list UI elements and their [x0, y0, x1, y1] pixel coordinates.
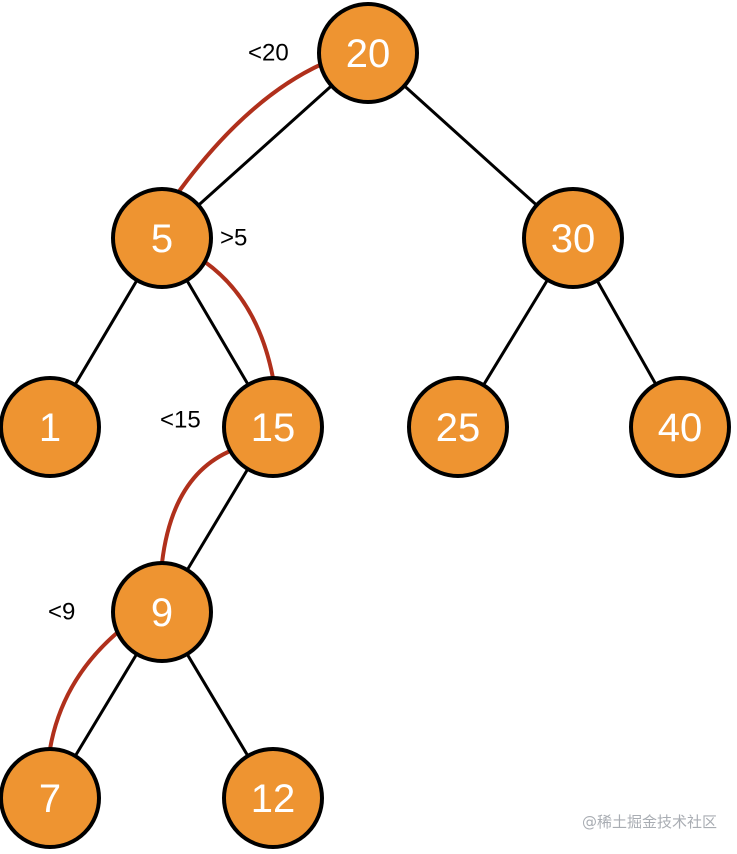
node-circle [522, 187, 624, 289]
comparison-label-n5-n15: >5 [220, 225, 247, 252]
comparison-label-n9-n7: <9 [48, 599, 75, 626]
edge-n15-n9 [185, 468, 250, 571]
node-value: 15 [251, 406, 296, 450]
search-path-n9-n7 [48, 630, 120, 751]
node-circle [111, 187, 213, 289]
tree-node-12: 12 [222, 747, 324, 849]
tree-node-30: 30 [522, 187, 624, 289]
tree-node-20: 20 [317, 2, 419, 104]
search-path-n20-n5 [178, 62, 324, 192]
node-circle [629, 376, 731, 478]
node-value: 7 [39, 777, 61, 821]
search-path-n5-n15 [203, 260, 275, 380]
node-circle [317, 2, 419, 104]
tree-node-7: 7 [0, 747, 101, 849]
edge-n20-n30 [403, 84, 538, 207]
node-circle [0, 747, 101, 849]
node-value: 25 [436, 406, 481, 450]
node-circle [0, 376, 101, 478]
edge-n5-n1 [73, 279, 139, 386]
node-circle [407, 376, 509, 478]
node-value: 40 [658, 406, 703, 450]
node-circle [222, 376, 324, 478]
edge-n20-n5 [197, 84, 333, 207]
node-value: 12 [251, 777, 296, 821]
edge-n9-n7 [73, 653, 139, 757]
node-value: 30 [551, 217, 596, 261]
comparison-label-n20-n5: <20 [248, 40, 289, 67]
comparison-label-n15-n9: <15 [160, 407, 201, 434]
node-value: 5 [151, 217, 173, 261]
tree-node-9: 9 [111, 561, 213, 663]
search-path-n15-n9 [160, 450, 230, 565]
tree-node-5: 5 [111, 187, 213, 289]
annotations-layer: <20 >5 <15 <9 [48, 40, 289, 626]
watermark: @稀土掘金技术社区 [582, 813, 717, 831]
edge-n30-n40 [595, 279, 658, 386]
tree-node-40: 40 [629, 376, 731, 478]
edges-layer [73, 84, 658, 757]
node-value: 1 [39, 406, 61, 450]
node-circle [222, 747, 324, 849]
tree-node-25: 25 [407, 376, 509, 478]
edge-n30-n25 [482, 279, 549, 386]
edge-n9-n12 [185, 653, 250, 757]
tree-node-1: 1 [0, 376, 101, 478]
node-circle [111, 561, 213, 663]
node-value: 20 [346, 32, 391, 76]
node-value: 9 [151, 591, 173, 635]
search-path-layer [48, 62, 324, 751]
tree-node-15: 15 [222, 376, 324, 478]
edge-n5-n15 [185, 279, 250, 386]
